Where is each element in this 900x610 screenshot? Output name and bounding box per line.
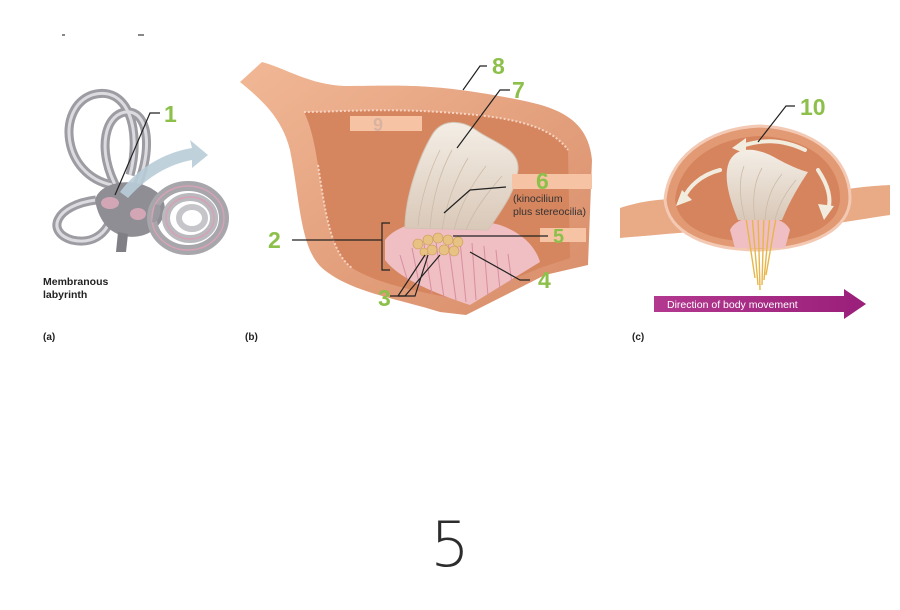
page-number: 5 xyxy=(430,508,470,581)
kinocilium-line2: plus stereocilia) xyxy=(513,206,586,218)
membranous-label-line1: Membranous xyxy=(43,276,109,288)
zoom-arrow xyxy=(120,140,208,198)
label-1: 1 xyxy=(164,101,177,127)
vestibule xyxy=(95,182,165,237)
label-10: 10 xyxy=(800,94,826,120)
label-2: 2 xyxy=(268,227,281,253)
leader-1 xyxy=(114,112,160,196)
label-8: 8 xyxy=(492,53,505,79)
cochlea xyxy=(147,181,229,255)
nerve-fibers xyxy=(745,212,777,291)
label-4: 4 xyxy=(538,267,551,293)
direction-arrow xyxy=(654,289,866,319)
direction-label: Direction of body movement xyxy=(667,299,798,311)
panel-a-labyrinth: 1 Membranous labyrinth (a) xyxy=(43,88,229,343)
top-marks xyxy=(62,34,144,36)
blank-box-6 xyxy=(512,174,592,189)
kinocilium-line1: (kinocilium xyxy=(513,193,563,205)
label-7: 7 xyxy=(512,77,525,103)
blank-box-9 xyxy=(350,116,422,131)
panel-b-letter: (b) xyxy=(245,332,258,343)
label-3: 3 xyxy=(378,285,391,311)
label-9: 9 xyxy=(373,115,383,135)
leader-lines-b xyxy=(292,65,548,297)
label-6: 6 xyxy=(536,168,549,194)
label-5: 5 xyxy=(553,226,564,248)
bent-cupula xyxy=(726,149,808,220)
vestibular-diagram: 1 Membranous labyrinth (a) xyxy=(43,34,890,343)
panel-b-ampulla: 9 8 7 6 (kinocilium plus stereocilia) 5 … xyxy=(240,53,592,343)
panel-a-letter: (a) xyxy=(43,332,55,343)
leader-10 xyxy=(757,105,795,143)
panel-c-ampulla-section: 10 Direction of body movement (c) xyxy=(620,94,890,343)
panel-c-letter: (c) xyxy=(632,332,644,343)
blank-box-5 xyxy=(540,228,586,242)
membranous-label-line2: labyrinth xyxy=(43,289,87,301)
hair-cells xyxy=(412,232,464,257)
